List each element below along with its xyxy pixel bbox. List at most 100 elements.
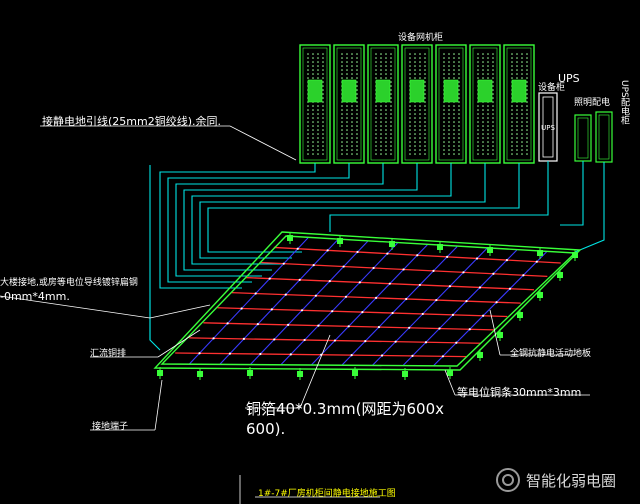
grid-node	[462, 271, 465, 274]
ground-terminal	[337, 235, 343, 247]
grid-node	[475, 257, 479, 260]
svg-text:UPS: UPS	[541, 124, 555, 132]
grid-node	[402, 268, 405, 271]
grid-node	[356, 250, 359, 254]
building-ground-size: -0mm*4mm.	[0, 290, 70, 303]
grid-line	[310, 244, 428, 366]
grid-strip-label-2: 600).	[246, 420, 286, 438]
grid-node	[326, 249, 329, 252]
grid-node	[242, 337, 246, 340]
grid-node	[333, 339, 337, 342]
ups-side-label: UPS配电柜	[619, 80, 629, 125]
ground-wire	[175, 163, 384, 277]
grid-node	[375, 296, 378, 299]
grid-node	[438, 327, 441, 330]
grid-line	[432, 251, 547, 367]
grid-node	[416, 254, 419, 257]
equipotential-strip-label: 等电位铜条30mm*3mm	[457, 386, 582, 399]
grid-node	[418, 283, 421, 287]
grid-node	[303, 338, 306, 342]
grid-node	[441, 355, 445, 358]
grid-node	[495, 301, 498, 304]
grid-node	[270, 308, 273, 311]
ground-wires	[149, 161, 605, 351]
grid-node	[212, 337, 215, 340]
ground-terminal	[477, 349, 483, 361]
ground-wire	[329, 161, 549, 232]
grid-node	[287, 323, 290, 326]
grid-node	[344, 295, 348, 298]
cabinet	[503, 44, 535, 164]
grid-node	[300, 309, 304, 312]
ground-wire	[191, 163, 452, 265]
grid-node	[448, 285, 451, 288]
ground-wire	[167, 163, 350, 283]
floor-frame	[153, 231, 582, 371]
ground-terminal	[197, 368, 203, 380]
grid-node	[432, 269, 435, 272]
grid-node	[465, 300, 468, 303]
grid-node	[424, 341, 428, 344]
building-ground-label: 大楼接地,或房等电位导线镀锌扁钢	[0, 278, 138, 288]
grid-node	[240, 307, 243, 310]
cabinet-row	[299, 44, 535, 164]
grid-node	[391, 311, 394, 315]
grid-node	[478, 286, 482, 289]
ground-terminal	[297, 368, 303, 380]
collector-bar-label: 汇流铜排	[90, 349, 127, 359]
grid-line	[249, 240, 369, 366]
grid-node	[446, 255, 449, 258]
ground-terminal	[157, 367, 163, 379]
cabinet	[469, 44, 501, 164]
grid-line	[219, 239, 339, 365]
grid-node	[259, 352, 262, 356]
grid-node	[405, 297, 408, 301]
grid-node	[408, 326, 411, 329]
ground-wire	[207, 163, 520, 253]
cabinet	[367, 44, 399, 164]
grid-node	[350, 354, 353, 357]
grid-line	[371, 247, 488, 367]
grid-node	[273, 338, 276, 341]
grid-node	[468, 328, 471, 331]
ups-label: UPS	[558, 72, 580, 85]
grid-node	[522, 274, 525, 277]
ground-terminal	[537, 247, 543, 259]
grid-node	[226, 322, 229, 325]
grid-node	[347, 325, 350, 328]
ground-terminal	[352, 367, 358, 379]
ground-terminal	[537, 289, 543, 301]
grid-node	[198, 352, 201, 355]
drawing-title: 1#-7#厂房机柜间静电接地施工图	[258, 489, 396, 499]
grid-node	[435, 298, 438, 302]
grid-node	[312, 264, 315, 267]
grid-node	[256, 323, 259, 326]
ground-terminal	[572, 249, 578, 261]
cabinet	[401, 44, 433, 164]
floor-frame-label: 全钢抗静电活动地板	[510, 349, 592, 359]
grid-node	[394, 340, 397, 343]
grid-node	[268, 277, 271, 280]
grid-node	[377, 325, 381, 329]
grid-line	[280, 242, 398, 366]
grid-node	[296, 247, 299, 250]
ground-wire	[574, 162, 605, 253]
ground-terminal	[287, 232, 293, 244]
grid-node	[328, 280, 331, 283]
leader-lines	[0, 125, 590, 504]
grid-node	[535, 260, 538, 263]
grid-node	[451, 313, 455, 316]
grid-node	[508, 287, 512, 290]
grid-node	[284, 293, 287, 296]
ground-terminal	[402, 368, 408, 380]
cabinet-row-label: 设备网机柜	[398, 33, 444, 43]
grid-line	[341, 246, 458, 366]
cabinet	[435, 44, 467, 164]
grid-node	[298, 278, 301, 281]
grid-node	[228, 352, 232, 355]
grid-node	[364, 340, 367, 343]
ground-wire	[560, 161, 584, 226]
wechat-logo-icon	[496, 468, 520, 492]
grid-node	[505, 258, 509, 262]
